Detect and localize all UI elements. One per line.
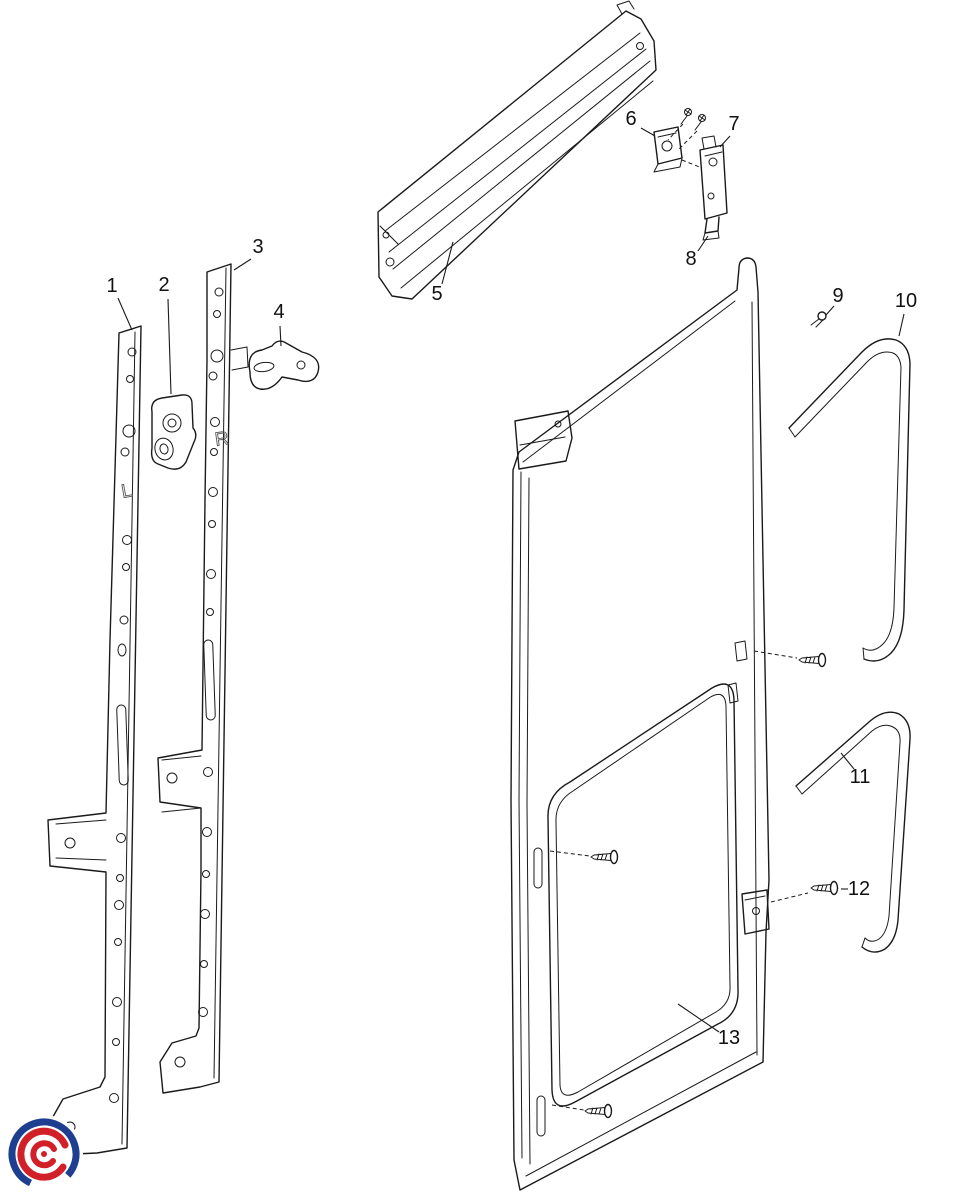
svg-text:3: 3 — [252, 236, 263, 258]
svg-text:12: 12 — [848, 878, 870, 900]
svg-text:2: 2 — [158, 274, 169, 296]
screw-lower — [551, 1103, 613, 1119]
svg-text:13: 13 — [718, 1027, 740, 1049]
fastener-screws — [549, 650, 839, 1119]
callouts: 1 2 3 4 5 6 7 8 — [106, 108, 917, 1049]
part-12-screw — [770, 880, 839, 903]
logo-outer-ring — [8, 1118, 80, 1190]
callout-1: 1 — [106, 275, 133, 331]
part-3-pillar-right: R — [157, 263, 249, 1094]
logo-swirl-inner — [30, 1140, 57, 1169]
svg-text:11: 11 — [850, 766, 871, 788]
part-6-screws — [680, 108, 706, 131]
logo-swirl-outer — [17, 1127, 69, 1181]
callout-4: 4 — [273, 301, 285, 347]
svg-text:6: 6 — [625, 108, 636, 130]
callout-5: 5 — [431, 241, 454, 305]
part-1-pillar-left: L — [47, 325, 142, 1156]
callout-6: 6 — [625, 108, 656, 137]
svg-text:7: 7 — [728, 113, 739, 135]
part-4-bracket — [248, 340, 320, 390]
callout-3: 3 — [233, 236, 264, 271]
part-11-weatherstrip-lower — [795, 711, 911, 953]
svg-text:4: 4 — [273, 301, 284, 323]
screw-mid — [549, 849, 619, 865]
part-3-holes — [166, 287, 224, 1068]
part-10-weatherstrip-upper — [788, 338, 911, 662]
pillar-left-stamp: L — [120, 480, 134, 503]
screw-upper — [753, 650, 827, 668]
callout-10: 10 — [895, 290, 917, 337]
part-5-rail — [377, 0, 657, 300]
svg-text:10: 10 — [895, 290, 917, 312]
callout-2: 2 — [158, 274, 172, 395]
part-1-holes — [64, 347, 137, 1133]
svg-text:5: 5 — [431, 283, 442, 305]
part-7-plate — [699, 135, 728, 241]
part-9-clip — [810, 311, 827, 328]
callout-7: 7 — [719, 113, 740, 148]
callout-13: 13 — [677, 1003, 740, 1049]
part-2-latch-bracket — [150, 394, 197, 470]
svg-text:8: 8 — [685, 248, 696, 270]
part-13-door-panel — [510, 257, 770, 1191]
svg-text:9: 9 — [832, 285, 843, 307]
callout-9: 9 — [825, 285, 844, 316]
svg-text:1: 1 — [106, 275, 117, 297]
pillar-right-stamp: R — [214, 428, 231, 451]
callout-11: 11 — [840, 752, 871, 788]
logo-center-dot — [41, 1151, 47, 1157]
callout-8: 8 — [685, 235, 709, 270]
brand-logo — [5, 1115, 83, 1193]
callout-12: 12 — [841, 878, 870, 900]
part-6-bracket — [653, 108, 706, 173]
